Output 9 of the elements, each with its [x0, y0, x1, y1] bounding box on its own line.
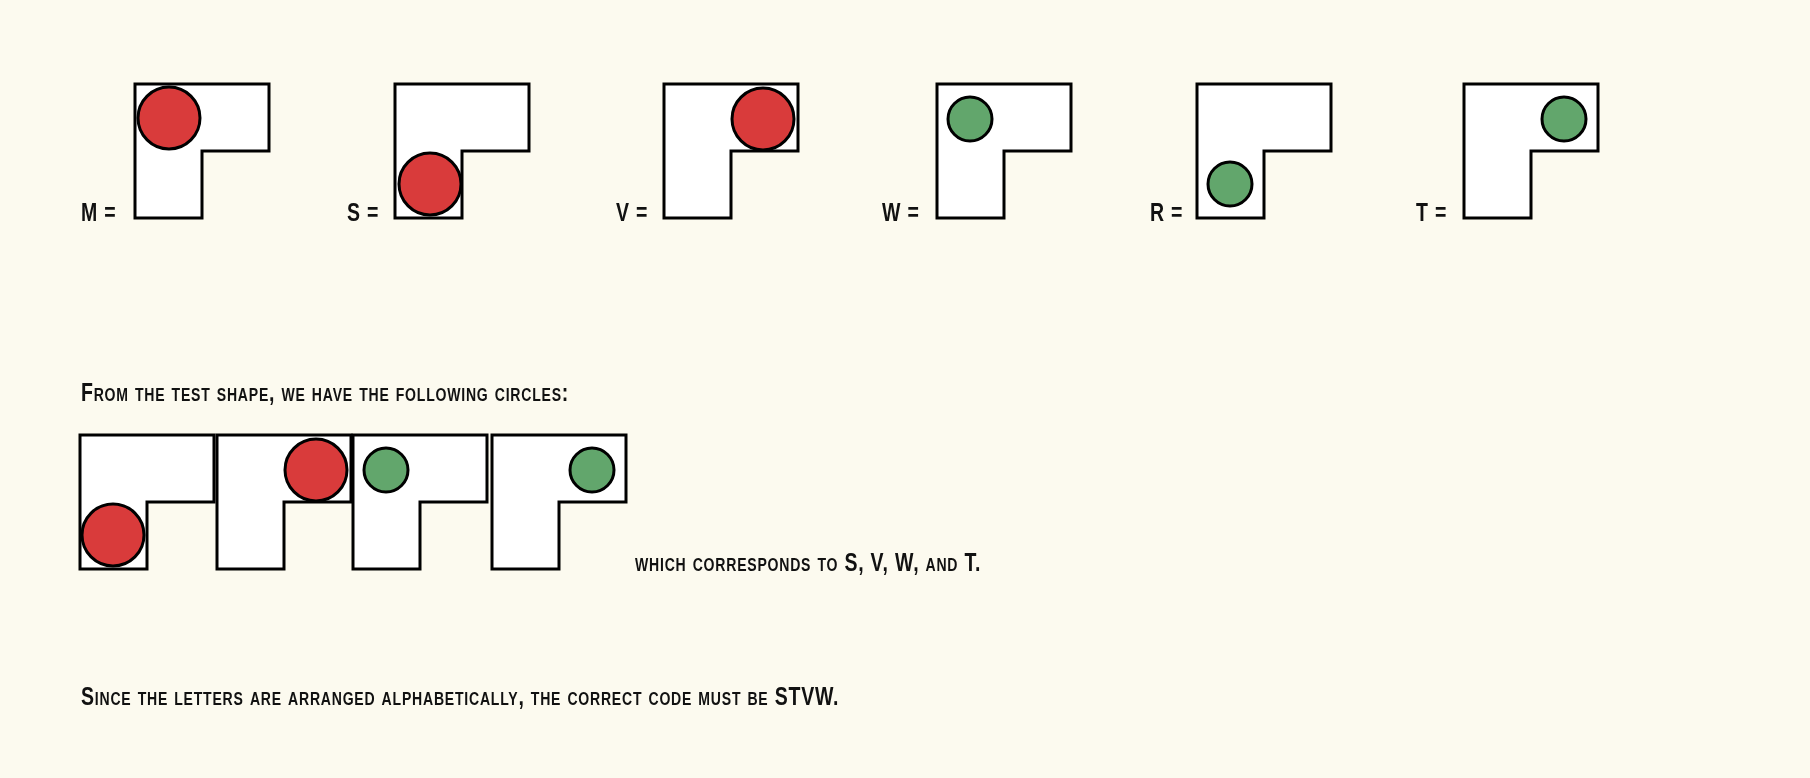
sentence-text: From the test shape, we have the following circles: [81, 378, 570, 407]
equation-label: V = [616, 198, 649, 227]
equation-label: M = [81, 198, 117, 227]
equation-label: W = [882, 198, 920, 227]
sentence-text: which corresponds to S, V, W, and T. [635, 548, 982, 577]
equation-label: R = [1150, 198, 1184, 227]
equation-label: T = [1416, 198, 1448, 227]
equation-label: S = [347, 198, 380, 227]
sentence-text: Since the letters are arranged alphabetically, the correct code must be STVW. [81, 682, 840, 711]
